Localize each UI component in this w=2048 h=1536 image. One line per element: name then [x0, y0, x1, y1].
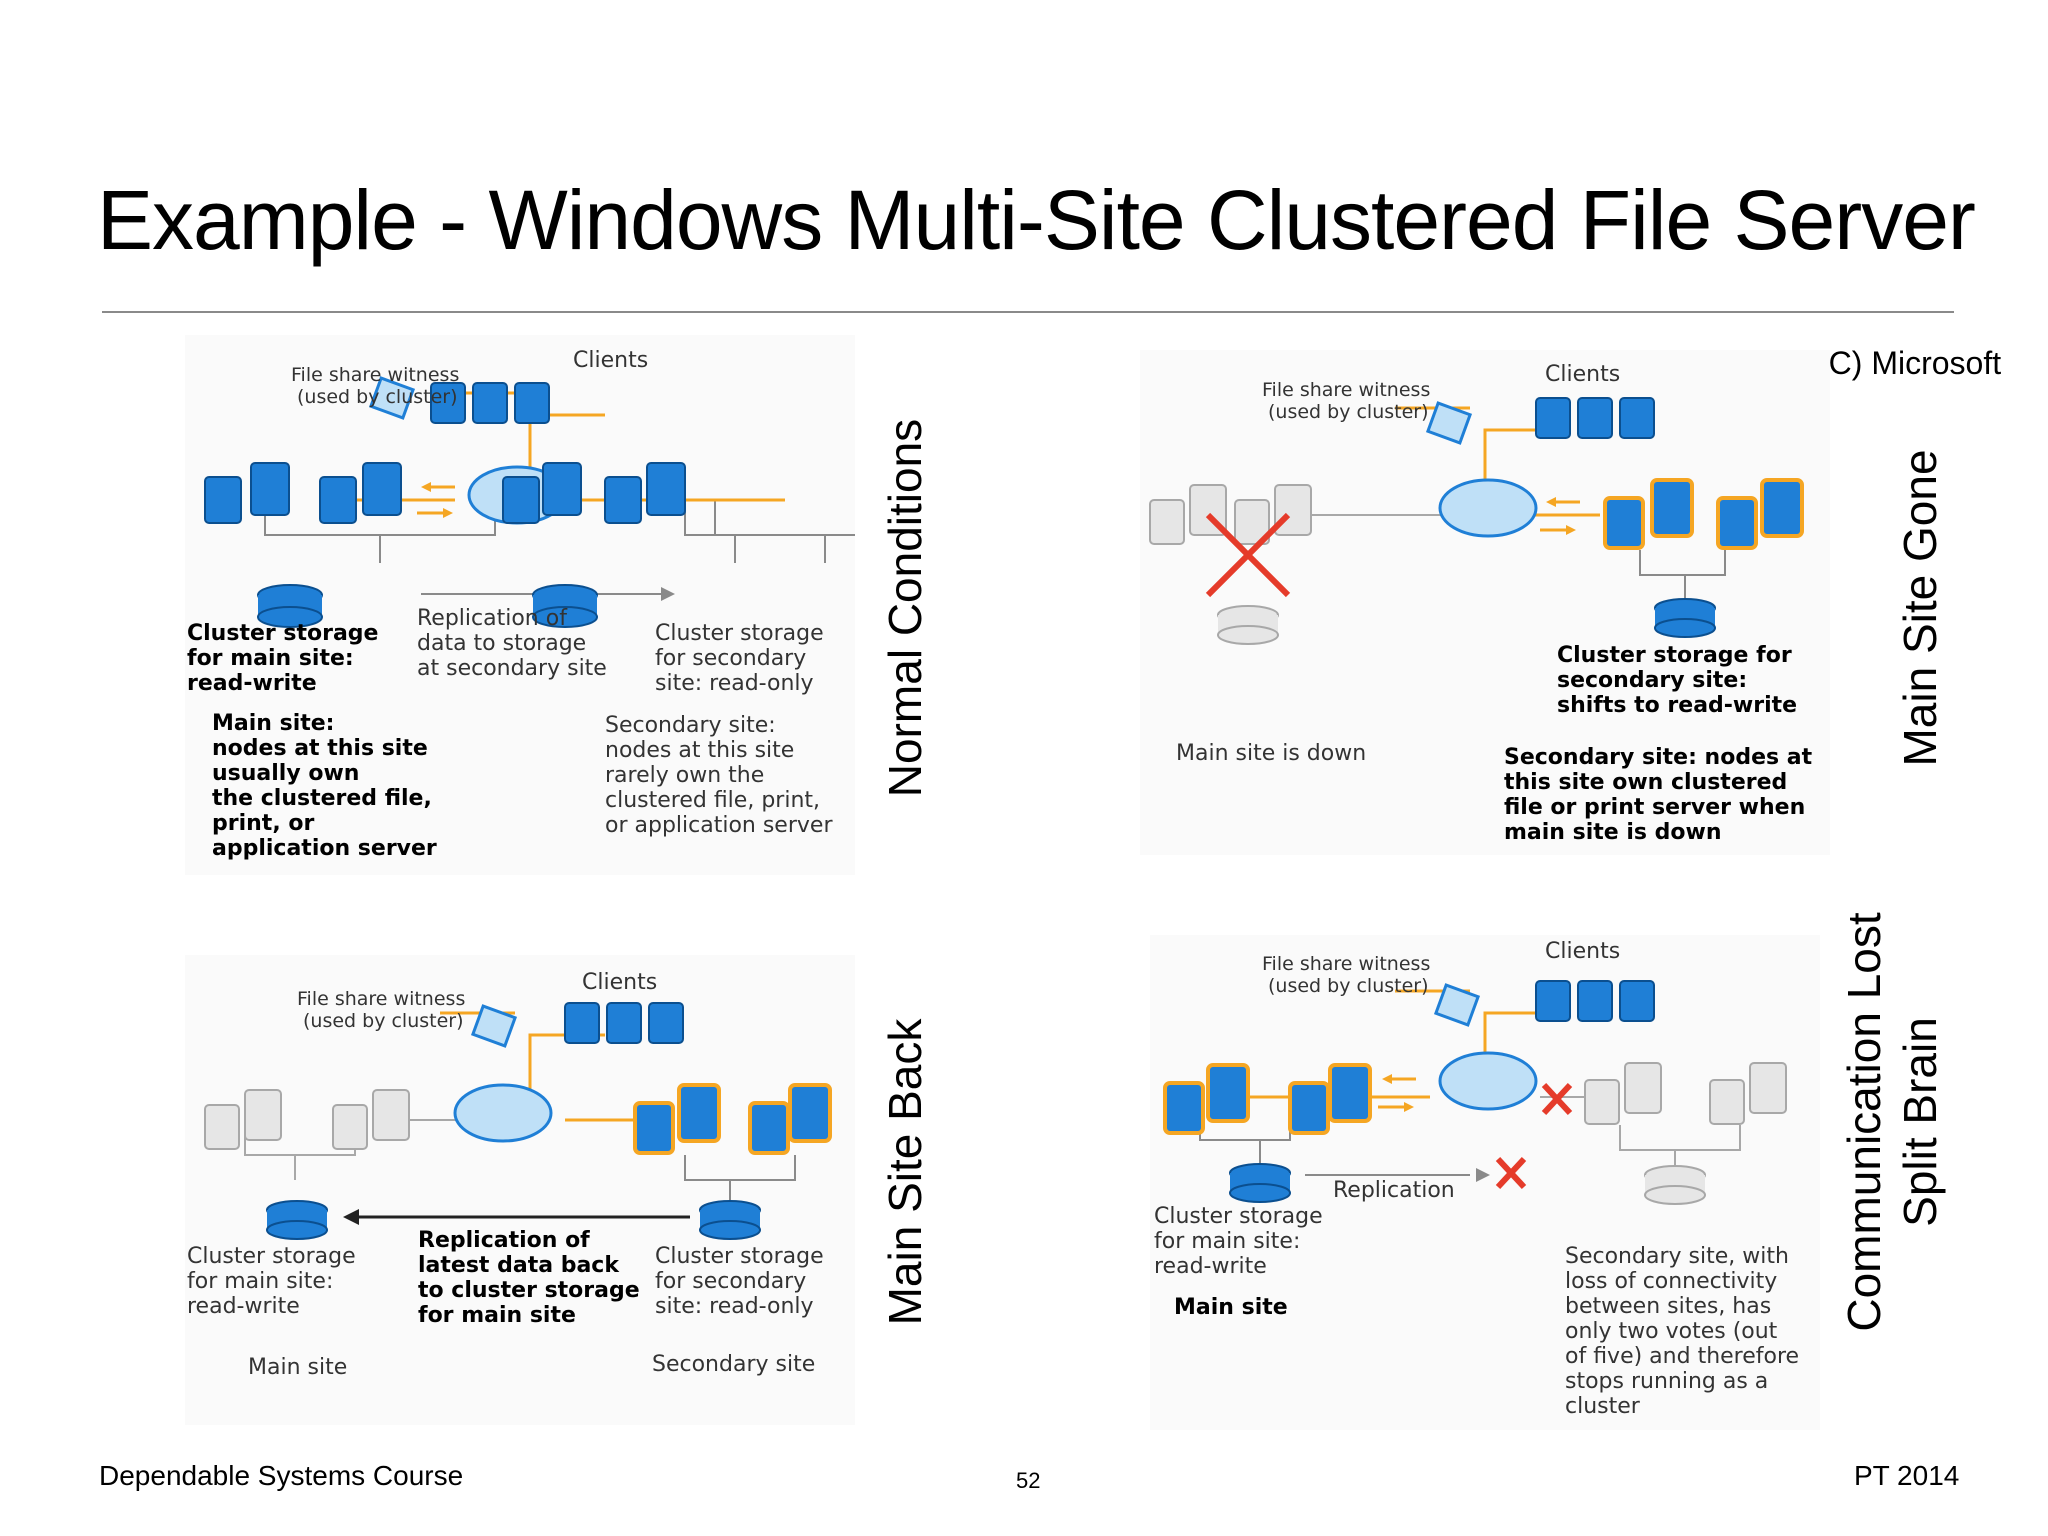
storage-main-line3: read-write [187, 1294, 300, 1319]
storage-main-line2: for main site: [187, 1269, 333, 1294]
svg-text:File share witness(used by clu: File share witness(used by cluster) [291, 364, 459, 408]
witness-label-line1: File share witness [297, 988, 465, 1010]
secondary-site-line3: file or print server when [1504, 795, 1805, 820]
storage-secondary-line3: site: read-only [655, 671, 814, 696]
page-number: 52 [1016, 1468, 1041, 1493]
storage-secondary-line1: Cluster storage [655, 621, 824, 646]
main-site-line6: application server [212, 836, 437, 861]
storage-main-line3: read-write [1154, 1254, 1267, 1279]
label-communication-lost: Communication Lost Split Brain [1836, 912, 1948, 1331]
storage-main-line2: for main site: [187, 646, 354, 671]
replication-line3: to cluster storage [418, 1278, 640, 1303]
replication-line2: latest data back [418, 1253, 620, 1278]
witness-label-line1: File share witness [291, 364, 459, 386]
secondary-site-line5: or application server [605, 813, 833, 838]
secondary-site-line6: stops running as a [1565, 1369, 1768, 1394]
clients-label: Clients [573, 348, 648, 373]
secondary-site-label: Secondary site [652, 1352, 815, 1377]
footer-course: Dependable Systems Course [99, 1460, 464, 1491]
svg-text:File share witness(used by clu: File share witness(used by cluster) [1262, 379, 1430, 423]
main-site-down-label: Main site is down [1176, 741, 1366, 766]
secondary-site-line3: between sites, has [1565, 1294, 1771, 1319]
witness-label-line2: (used by cluster) [303, 1010, 464, 1032]
secondary-site-line2: this site own clustered [1504, 770, 1787, 795]
svg-text:File share witness(used by clu: File share witness(used by cluster) [297, 988, 465, 1032]
main-site-line5: print, or [212, 811, 314, 836]
slide-title: Example - Windows Multi-Site Clustered F… [97, 173, 1976, 267]
main-site-label: Main site [1174, 1295, 1288, 1320]
storage-main-line3: read-write [187, 671, 317, 696]
secondary-site-line5: of five) and therefore [1565, 1344, 1799, 1369]
secondary-site-line2: nodes at this site [605, 738, 794, 763]
replication-line3: at secondary site [417, 656, 607, 681]
secondary-site-line4: clustered file, print, [605, 788, 820, 813]
secondary-site-line4: main site is down [1504, 820, 1722, 845]
witness-label-line2: (used by cluster) [1268, 975, 1429, 997]
main-site-line3: usually own [212, 761, 359, 786]
storage-secondary-line1: Cluster storage for [1557, 643, 1792, 668]
storage-secondary-line2: for secondary [655, 646, 806, 671]
storage-secondary-line3: site: read-only [655, 1294, 814, 1319]
witness-label-line1: File share witness [1262, 953, 1430, 975]
storage-main-line1: Cluster storage [1154, 1204, 1323, 1229]
secondary-site-line1: Secondary site: [605, 713, 776, 738]
footer-year: PT 2014 [1854, 1460, 1960, 1491]
main-site-line4: the clustered file, [212, 786, 432, 811]
witness-label-line1: File share witness [1262, 379, 1430, 401]
copyright-note: (C) Microsoft [1818, 345, 2002, 381]
secondary-site-line1: Secondary site, with [1565, 1244, 1789, 1269]
secondary-site-line3: rarely own the [605, 763, 764, 788]
secondary-site-line7: cluster [1565, 1394, 1641, 1419]
label-communication-lost-line1: Communication Lost [1838, 912, 1890, 1332]
storage-secondary-line2: for secondary [655, 1269, 806, 1294]
title-divider [102, 311, 1954, 313]
panel-main-site-gone: File share witness(used by cluster) Clie… [1140, 350, 1830, 855]
replication-line1: Replication of [418, 1228, 590, 1253]
secondary-site-line4: only two votes (out [1565, 1319, 1778, 1344]
witness-label-line2: (used by cluster) [1268, 401, 1429, 423]
replication-line1: Replication of [417, 606, 568, 631]
main-site-line2: nodes at this site [212, 736, 428, 761]
label-split-brain-line2: Split Brain [1894, 1017, 1946, 1227]
panel-communication-lost: File share witness(used by cluster) Clie… [1150, 935, 1820, 1430]
storage-main-line1: Cluster storage [187, 1244, 356, 1269]
clients-label: Clients [582, 970, 657, 995]
storage-secondary-line3: shifts to read-write [1557, 693, 1797, 718]
label-main-site-gone: Main Site Gone [1894, 449, 1946, 767]
replication-line4: for main site [418, 1303, 576, 1328]
witness-label-line2: (used by cluster) [297, 386, 458, 408]
storage-secondary-line2: secondary site: [1557, 668, 1747, 693]
label-normal-conditions: Normal Conditions [879, 418, 931, 798]
clients-label: Clients [1545, 362, 1620, 387]
panel-normal-conditions: File share witness(used by cluster) Clie… [185, 335, 855, 875]
label-main-site-back: Main Site Back [879, 1018, 931, 1326]
clients-label: Clients [1545, 939, 1620, 964]
main-site-label: Main site [248, 1355, 347, 1380]
storage-main-line2: for main site: [1154, 1229, 1300, 1254]
storage-secondary-line1: Cluster storage [655, 1244, 824, 1269]
secondary-site-line2: loss of connectivity [1565, 1269, 1777, 1294]
replication-label: Replication [1333, 1178, 1455, 1203]
secondary-site-line1: Secondary site: nodes at [1504, 745, 1813, 770]
storage-main-line1: Cluster storage [187, 621, 378, 646]
svg-text:Secondary site:nodes at this s: Secondary site:nodes at this siterarely … [605, 713, 833, 838]
main-site-line1: Main site: [212, 711, 334, 736]
replication-line2: data to storage [417, 631, 586, 656]
svg-text:File share witness(used by clu: File share witness(used by cluster) [1262, 953, 1430, 997]
panel-main-site-back: File share witness(used by cluster) Clie… [185, 955, 855, 1425]
